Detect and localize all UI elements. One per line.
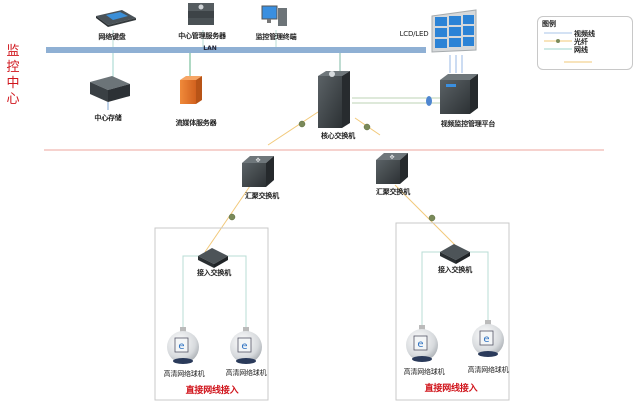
- central-server-icon: [188, 3, 214, 25]
- access-switch-1-label: 接入交换机: [197, 269, 231, 277]
- network-lines: [107, 30, 463, 110]
- core-switch-label: 核心交换机: [321, 132, 355, 140]
- streaming-server-icon: [180, 76, 202, 104]
- legend-title: 图例: [542, 20, 556, 28]
- access-switch-2-icon: [440, 244, 470, 264]
- legend-item-video: 视频线: [574, 30, 595, 38]
- video-connector-icon: [426, 96, 432, 106]
- agg-switch-2-icon: ✥: [376, 153, 408, 184]
- camera-3-label: 高清网络球机: [403, 368, 445, 376]
- central-storage-label: 中心存储: [94, 114, 122, 122]
- svg-text:e: e: [241, 341, 247, 352]
- access-switch-1-icon: [198, 248, 228, 268]
- legend-fiber-node-icon: [556, 39, 560, 43]
- access-switch-2-label: 接入交换机: [438, 266, 472, 274]
- legend: 图例 视频线 光纤 网线: [537, 16, 633, 70]
- monitor-terminal-label: 监控管理终端: [255, 33, 297, 41]
- camera-4-label: 高清网络球机: [467, 366, 509, 374]
- camera-4-icon: e: [472, 320, 504, 357]
- right-zone-caption: 直接网线接入: [424, 384, 478, 394]
- camera-2-icon: e: [230, 327, 262, 364]
- lan-label: LAN: [203, 45, 217, 52]
- agg-switch-1-icon: ✥: [242, 156, 274, 187]
- central-server-label: 中心管理服务器: [178, 32, 226, 40]
- svg-text:e: e: [483, 334, 489, 345]
- legend-item-network: 网线: [574, 46, 588, 54]
- lcd-led-label: LCD/LED: [399, 30, 429, 38]
- svg-text:✥: ✥: [255, 157, 260, 164]
- legend-swatches: [544, 32, 592, 63]
- camera-1-icon: e: [167, 327, 199, 364]
- core-switch-icon: [318, 71, 350, 128]
- access-network-lines: [182, 251, 489, 330]
- zone-box-right: [395, 222, 510, 401]
- agg-switch-1-label: 汇聚交换机: [245, 192, 279, 200]
- fiber-node-icons: [228, 120, 436, 222]
- video-platform-icon: [440, 74, 478, 114]
- camera-2-label: 高清网络球机: [225, 369, 267, 377]
- camera-1-label: 高清网络球机: [163, 370, 205, 378]
- svg-text:e: e: [178, 341, 184, 352]
- lan-bar: [46, 47, 426, 53]
- zone-box-left: [154, 227, 269, 401]
- network-keyboard-icon: [96, 10, 136, 27]
- legend-item-fiber: 光纤: [574, 38, 588, 46]
- streaming-server-label: 流媒体服务器: [175, 119, 217, 127]
- network-keyboard-label: 网络键盘: [98, 33, 126, 41]
- svg-text:e: e: [417, 339, 423, 350]
- agg-switch-2-label: 汇聚交换机: [376, 188, 410, 196]
- video-platform-label: 视频监控管理平台: [440, 120, 496, 128]
- lcd-video-wall-icon: [431, 9, 477, 53]
- camera-3-icon: e: [406, 325, 438, 362]
- monitor-terminal-icon: [261, 5, 287, 26]
- section-title: 监控中心: [6, 44, 20, 107]
- central-storage-icon: [90, 76, 130, 102]
- left-zone-caption: 直接网线接入: [185, 386, 239, 396]
- svg-text:✥: ✥: [389, 154, 394, 161]
